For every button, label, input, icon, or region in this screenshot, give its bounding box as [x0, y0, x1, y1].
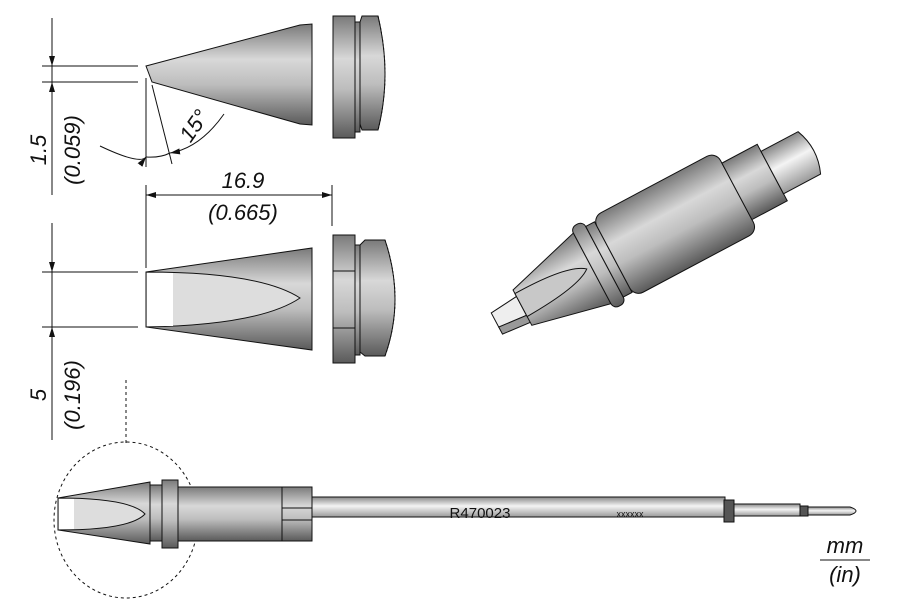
thickness-mm-label: 1.5 — [26, 134, 51, 165]
part-number: R470023 — [450, 505, 511, 522]
width-mm-label: 5 — [26, 388, 51, 401]
isometric-view-tip — [490, 131, 822, 335]
angle-label: 15° — [174, 105, 214, 147]
width-dimension: 5 (0.196) — [26, 223, 138, 440]
full-length-view: R470023 xxxxxx — [53, 380, 857, 599]
serial-placeholder: xxxxxx — [617, 509, 645, 519]
front-view-tip — [145, 234, 396, 364]
length-mm-label: 16.9 — [222, 168, 265, 193]
thickness-dimension: 1.5 (0.059) — [26, 18, 138, 195]
length-dimension: 16.9 (0.665) — [145, 168, 333, 268]
units-primary: mm — [827, 533, 864, 558]
width-in-label: (0.196) — [60, 360, 85, 430]
side-view-tip — [145, 15, 386, 139]
units-secondary: (in) — [829, 562, 861, 587]
length-in-label: (0.665) — [208, 200, 278, 225]
thickness-in-label: (0.059) — [60, 115, 85, 185]
units-legend: mm (in) — [820, 533, 870, 587]
